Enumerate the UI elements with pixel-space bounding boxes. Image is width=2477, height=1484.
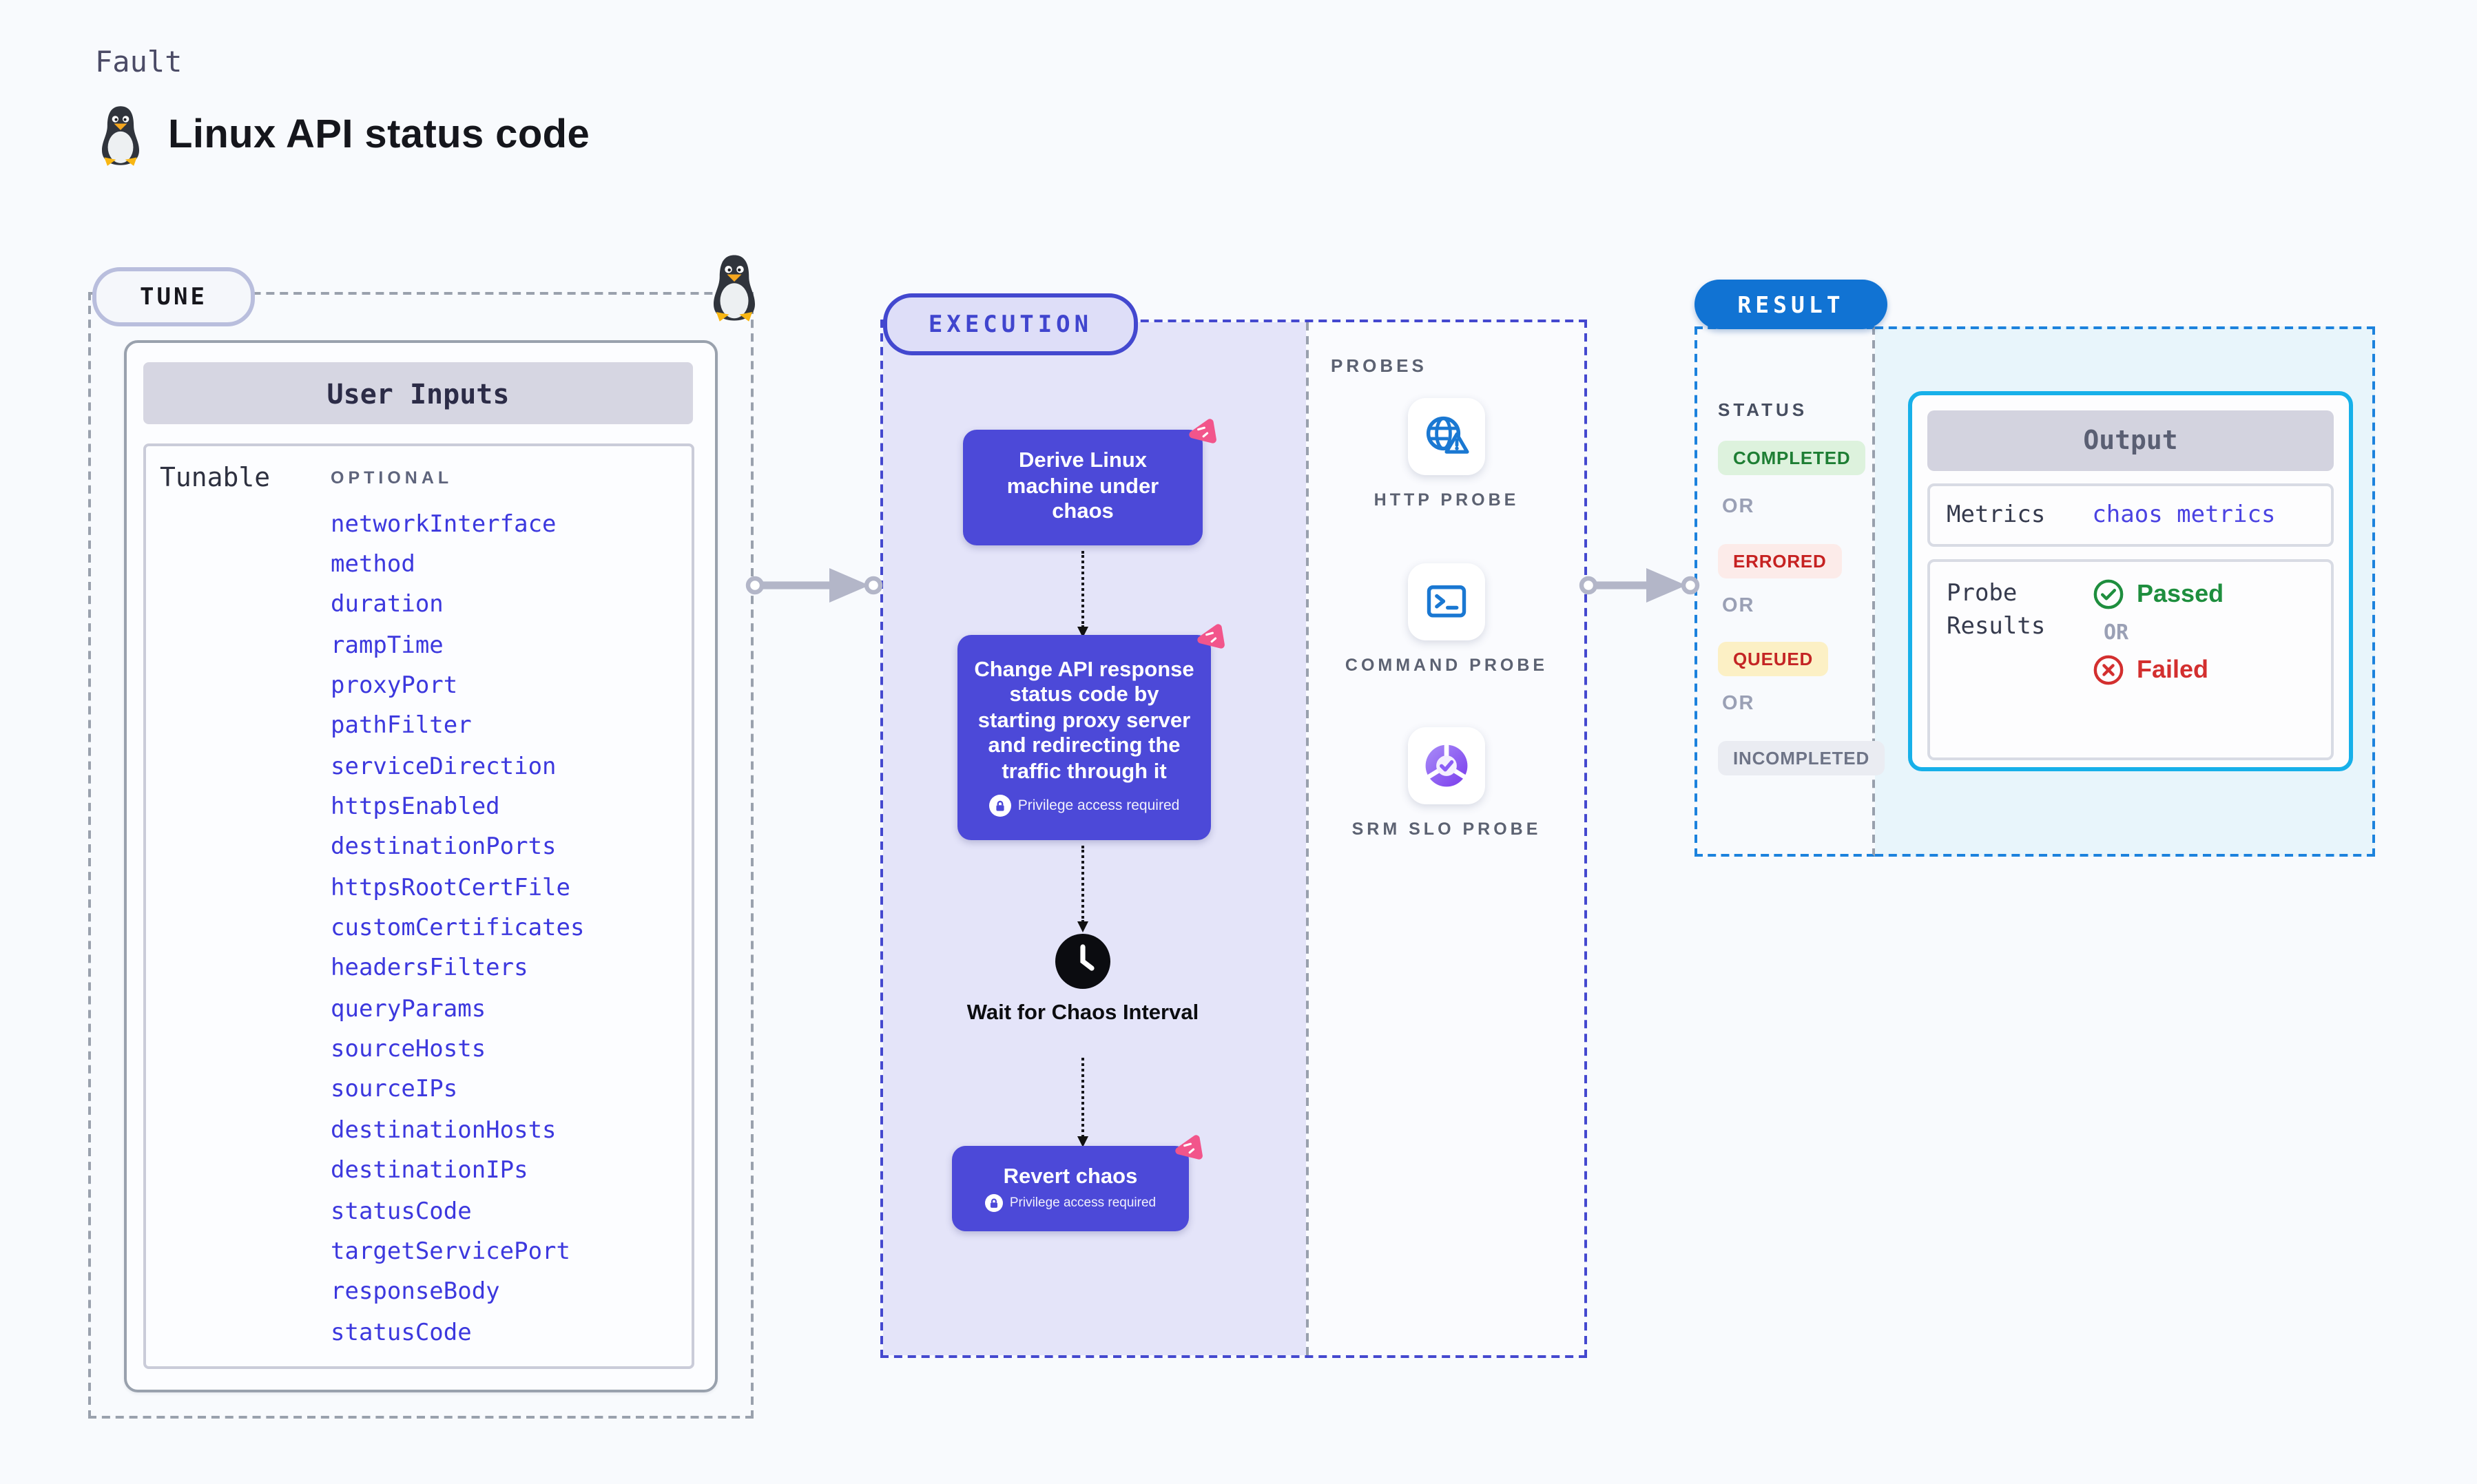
globe-alert-icon: [1426, 416, 1469, 454]
exec-node-change-status: Change API response status code by start…: [957, 635, 1211, 840]
x-circle-icon: [2093, 655, 2124, 685]
tunable-item: sourceHosts: [331, 1036, 486, 1064]
tux-penguin-icon-small: [714, 255, 755, 322]
privilege-note: Privilege access required: [988, 795, 1180, 817]
tunable-item: statusCode: [331, 1198, 472, 1226]
page-header: Linux API status code: [95, 105, 590, 167]
probe-results-row: Probe Results Passed OR Failed: [1927, 559, 2334, 760]
http-probe-card: [1408, 398, 1485, 475]
tune-section-box: [88, 292, 754, 1419]
exec-node-revert: Revert chaos Privilege access required: [952, 1146, 1189, 1231]
tunable-item: httpsEnabled: [331, 793, 500, 822]
optional-column-label: OPTIONAL: [331, 468, 453, 488]
passed-label: Passed: [2137, 580, 2224, 607]
flow-connector-down: [1077, 551, 1088, 638]
tunable-item: serviceDirection: [331, 753, 557, 781]
lock-icon: [988, 795, 1011, 817]
flow-arrow-tune-to-execution: [745, 568, 883, 603]
flow-connector-down: [1077, 1058, 1088, 1147]
tunable-item: customCertificates: [331, 915, 585, 943]
flow-arrow-execution-to-result: [1579, 568, 1700, 603]
exec-node-change-status-label: Change API response status code by start…: [974, 658, 1194, 784]
probes-lane: PROBES HTTP PROBE COMMA: [1306, 322, 1584, 1355]
tunable-item: responseBody: [331, 1278, 500, 1306]
wait-clock-icon: [1054, 932, 1112, 997]
execution-section-box: Derive Linux machine under chaos Change …: [880, 320, 1587, 1358]
tunable-item: proxyPort: [331, 672, 458, 700]
execution-lane: Derive Linux machine under chaos Change …: [883, 322, 1306, 1355]
privilege-note: Privilege access required: [984, 1194, 1157, 1213]
tunable-item: headersFilters: [331, 954, 528, 983]
metrics-value: chaos metrics: [2092, 501, 2276, 529]
chaos-fault-icon: [1192, 621, 1226, 653]
status-badge-completed: COMPLETED: [1718, 441, 1866, 475]
flow-connector-down: [1077, 846, 1088, 932]
metrics-label: Metrics: [1947, 501, 2046, 529]
lock-icon: [984, 1194, 1003, 1213]
output-card: Output Metrics chaos metrics Probe Resul…: [1908, 391, 2353, 771]
page-title: Linux API status code: [168, 113, 590, 157]
terminal-icon: [1427, 585, 1466, 618]
tunable-item: destinationPorts: [331, 833, 557, 861]
status-badge-incompleted: INCOMPLETED: [1718, 741, 1885, 775]
or-separator: OR: [1722, 496, 1755, 518]
tunable-row-label: Tunable: [160, 463, 271, 493]
tune-pill: TUNE: [92, 267, 255, 326]
tux-penguin-icon: [102, 106, 139, 166]
tunable-item: sourceIPs: [331, 1076, 458, 1104]
fault-kicker: Fault: [95, 45, 183, 79]
srm-slo-probe-label: SRM SLO PROBE: [1351, 819, 1542, 839]
check-circle-icon: [2093, 579, 2124, 609]
tunable-item: method: [331, 551, 415, 579]
privilege-label: Privilege access required: [1009, 1195, 1157, 1211]
or-separator: OR: [2104, 620, 2129, 645]
exec-node-derive: Derive Linux machine under chaos: [963, 430, 1203, 545]
output-header: Output: [1927, 410, 2334, 471]
tunable-item: statusCode: [331, 1319, 472, 1347]
tunable-item: destinationIPs: [331, 1157, 528, 1185]
user-inputs-panel: User Inputs Tunable OPTIONAL networkInte…: [124, 340, 718, 1392]
wait-label: Wait for Chaos Interval: [966, 1001, 1199, 1025]
metrics-row: Metrics chaos metrics: [1927, 483, 2334, 547]
chaos-fault-icon: [1183, 416, 1218, 448]
execution-pill: EXECUTION: [883, 293, 1138, 355]
exec-node-revert-label: Revert chaos: [1003, 1164, 1138, 1189]
command-probe-label: COMMAND PROBE: [1345, 656, 1548, 675]
tunable-item: rampTime: [331, 631, 444, 660]
result-pill: RESULT: [1694, 280, 1887, 329]
or-separator: OR: [1722, 693, 1755, 715]
http-probe-label: HTTP PROBE: [1374, 490, 1520, 510]
tunables-list: networkInterface method duration rampTim…: [331, 504, 584, 1352]
failed-line: Failed: [2093, 654, 2224, 686]
probe-results-label: Probe Results: [1947, 580, 2046, 640]
probe-results-values: Passed OR Failed: [2079, 578, 2224, 686]
tunable-item: httpsRootCertFile: [331, 874, 570, 902]
privilege-label: Privilege access required: [1017, 797, 1180, 815]
failed-label: Failed: [2137, 656, 2209, 683]
probes-section-label: PROBES: [1331, 355, 1427, 376]
tunable-item: queryParams: [331, 995, 486, 1023]
slo-gauge-icon: [1425, 744, 1468, 787]
status-badge-errored: ERRORED: [1718, 544, 1842, 578]
tunable-item: targetServicePort: [331, 1237, 570, 1266]
passed-line: Passed: [2093, 578, 2224, 610]
srm-slo-probe-card: [1408, 727, 1485, 804]
user-inputs-header: User Inputs: [143, 362, 693, 424]
tunable-item: pathFilter: [331, 712, 472, 740]
chaos-fault-icon: [1170, 1132, 1204, 1164]
status-badge-queued: QUEUED: [1718, 642, 1829, 676]
tunable-item: networkInterface: [331, 510, 557, 539]
tunable-item: destinationHosts: [331, 1116, 557, 1145]
exec-node-derive-label: Derive Linux machine under chaos: [1006, 449, 1159, 524]
status-column-label: STATUS: [1718, 399, 1808, 420]
tunables-table: Tunable OPTIONAL networkInterface method…: [143, 443, 694, 1369]
or-separator: OR: [1722, 595, 1755, 617]
tunable-item: duration: [331, 591, 444, 619]
command-probe-card: [1408, 563, 1485, 640]
